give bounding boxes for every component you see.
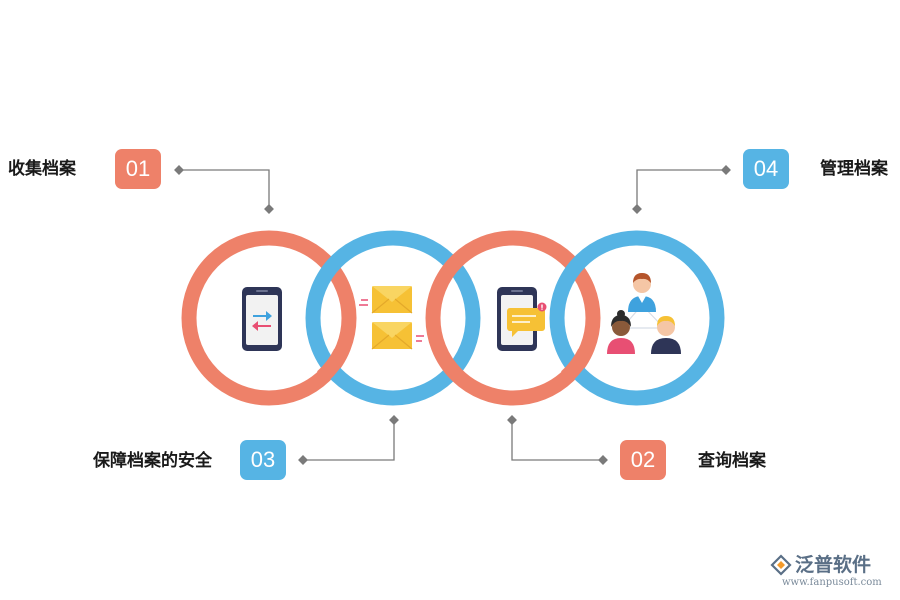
ring-3 [425,230,601,406]
diamond [507,415,517,425]
connector-04 [636,169,726,209]
diamond [298,455,308,465]
diamond [632,204,642,214]
ring-2 [305,230,481,406]
ring-4 [549,230,725,406]
phone-message-icon [497,287,547,351]
step-01-badge: 01 [115,149,161,189]
step-03-label: 保障档案的安全 [93,451,212,471]
diamond [174,165,184,175]
diamond [264,204,274,214]
step-01-label: 收集档案 [8,159,76,179]
ring-3-overlap [560,348,592,383]
watermark-name: 泛普软件 [795,554,872,576]
step-02-badge: 02 [620,440,666,480]
connector-03 [303,420,395,461]
step-02-label: 查询档案 [698,451,766,471]
ring-1-overlap [316,348,348,383]
step-04-badge: 04 [743,149,789,189]
step-03-badge: 03 [240,440,286,480]
ring-1 [181,230,357,406]
connectors [179,169,726,461]
diamond [598,455,608,465]
connector-02 [511,420,603,461]
watermark-logo: 泛普软件 www.fanpusoft.com [768,552,893,592]
diamond [721,165,731,175]
logo-icon [770,554,792,576]
diamond [389,415,399,425]
connector-01 [179,169,270,209]
phone-transfer-icon [242,287,282,351]
connector-diamonds [174,165,731,465]
people-network-icon [607,273,681,354]
step-04-label: 管理档案 [820,159,888,179]
watermark-url: www.fanpusoft.com [782,577,882,588]
envelopes-icon [359,286,424,350]
